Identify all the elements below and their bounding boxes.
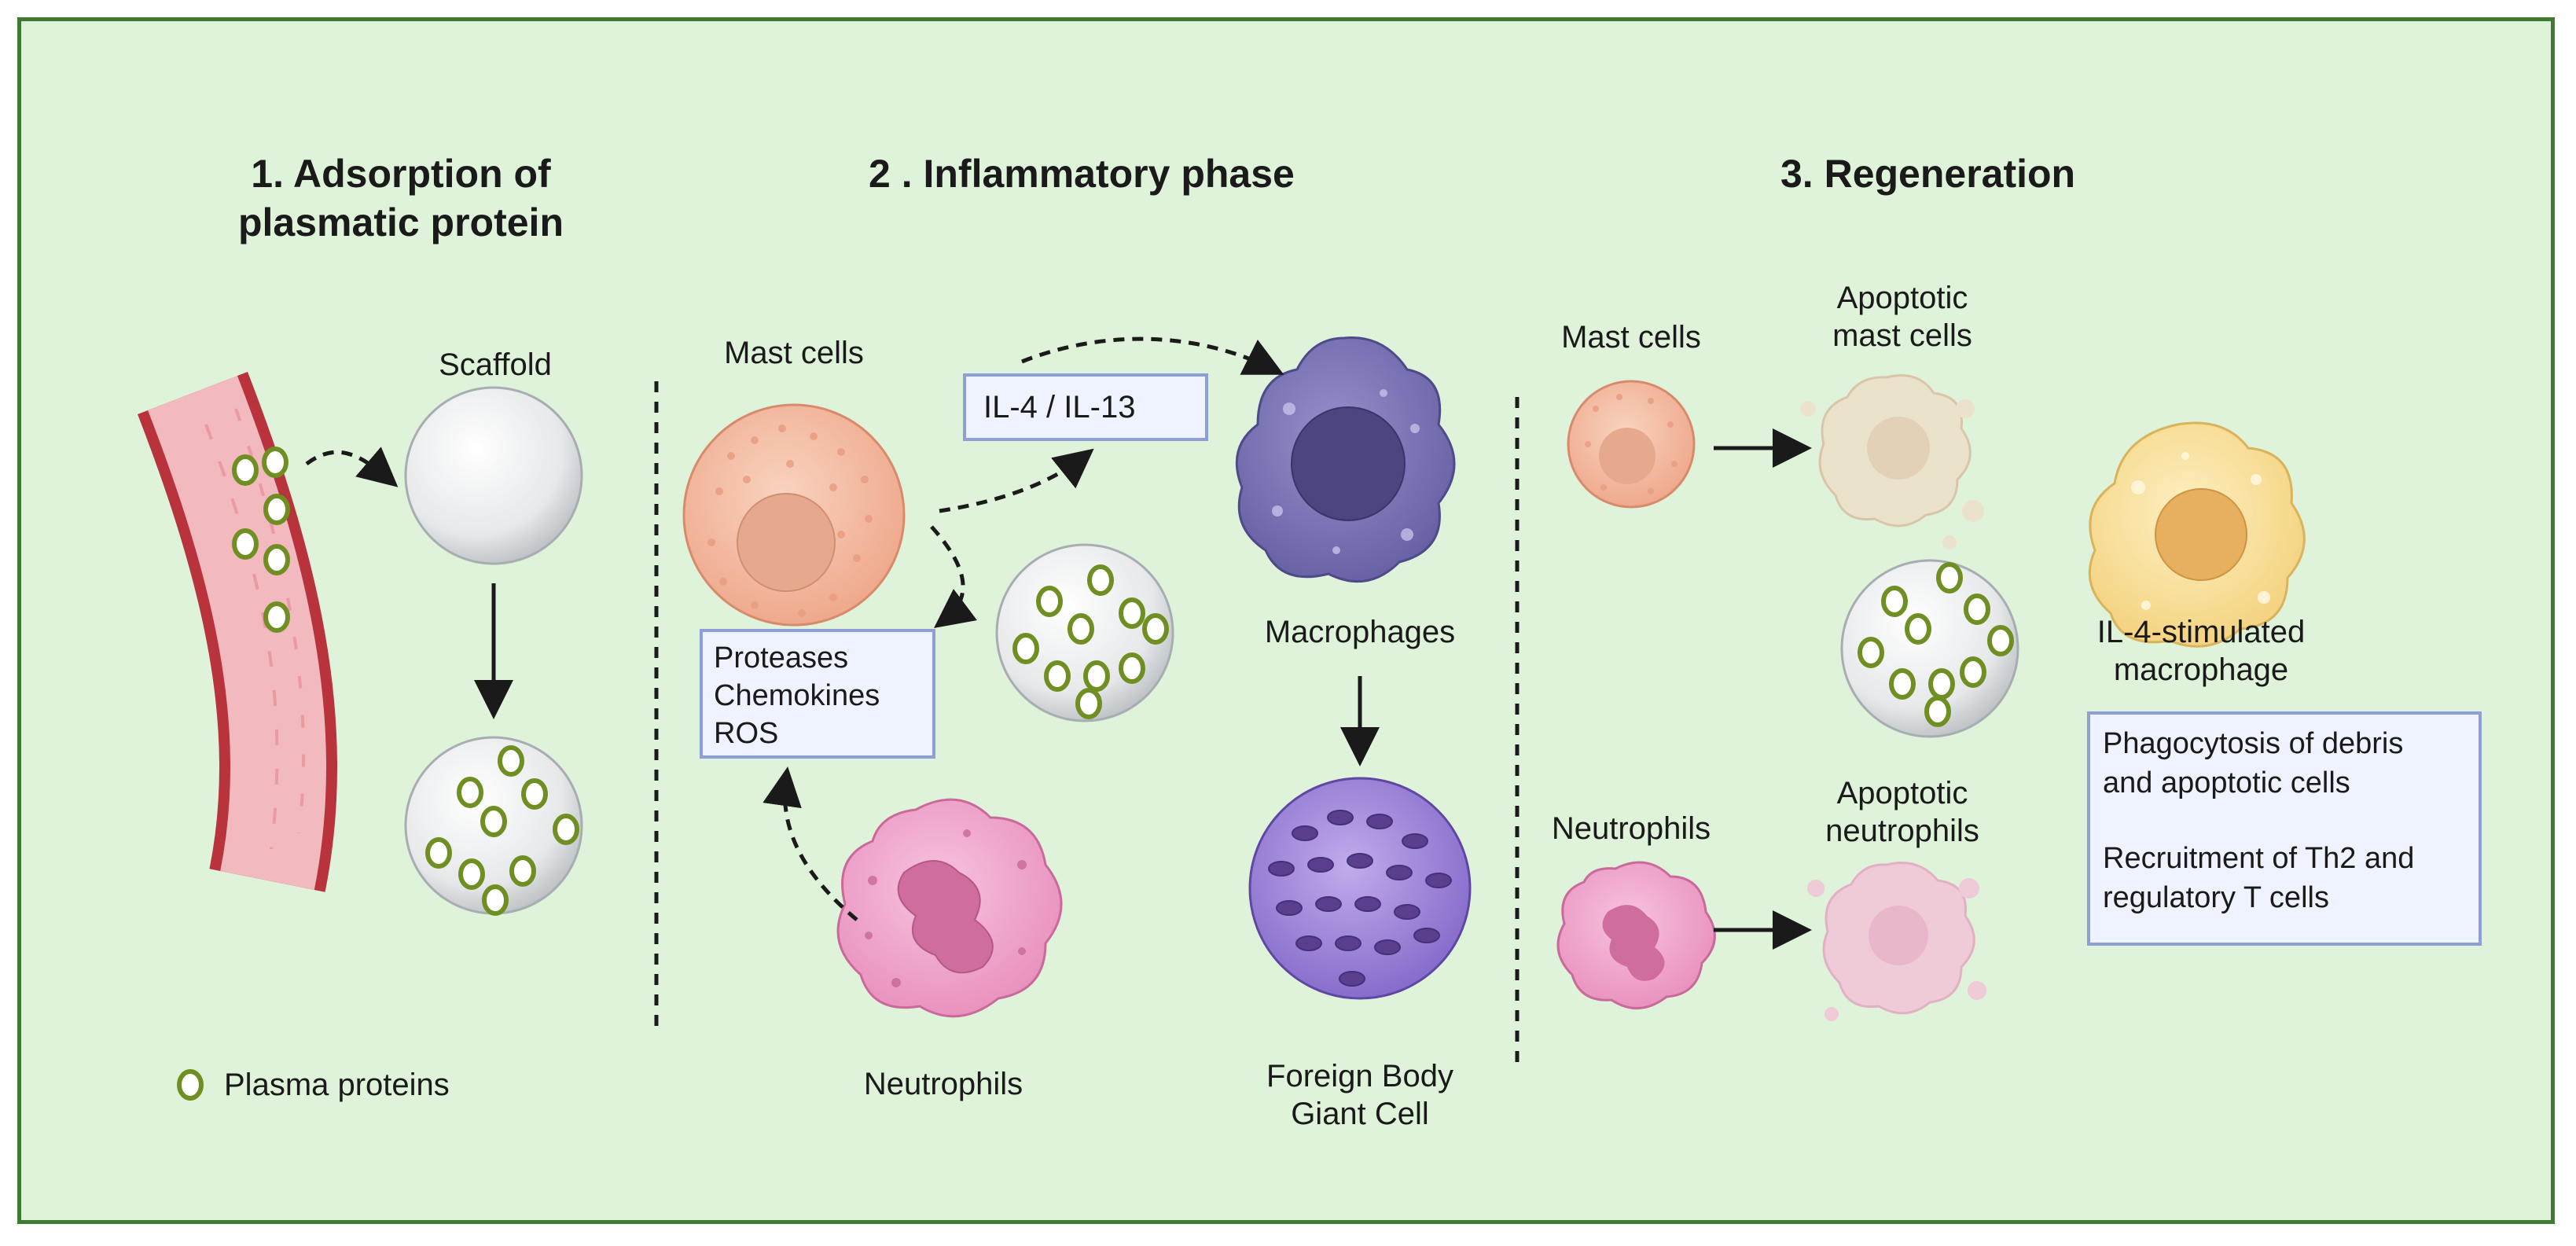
section-1-title: 1. Adsorption of plasmatic protein: [238, 152, 564, 244]
mast-cell: [682, 403, 906, 627]
function-line-4: Recruitment of Th2 and: [2103, 842, 2415, 875]
function-line-5: regulatory T cells: [2103, 881, 2329, 914]
apoptotic-mast-cell: [1800, 374, 1984, 549]
scaffold-label: Scaffold: [439, 347, 552, 382]
plasma-proteins-legend-label: Plasma proteins: [224, 1068, 450, 1102]
macrophages-label: Macrophages: [1264, 615, 1456, 649]
scaffold-sphere: [404, 386, 583, 565]
functions-box: Phagocytosis of debris and apoptotic cel…: [2087, 711, 2482, 946]
mast-cell-small: [1567, 380, 1696, 509]
function-line-1: Phagocytosis of debris: [2103, 727, 2404, 760]
mast-cells-label-regeneration: Mast cells: [1561, 320, 1701, 355]
mediators-box: Proteases Chemokines ROS: [700, 629, 935, 759]
macrophage: [1235, 336, 1456, 583]
scaffold-with-proteins-2: [995, 543, 1174, 722]
apoptotic-neutrophils-label: Apoptotic neutrophils: [1825, 776, 1979, 848]
function-line-2: and apoptotic cells: [2103, 766, 2350, 799]
section-2-title: 2 . Inflammatory phase: [869, 152, 1295, 196]
mediator-chemokines: Chemokines: [714, 679, 880, 712]
apoptotic-mast-cells-label: Apoptotic mast cells: [1832, 281, 1972, 353]
neutrophils-label-regeneration: Neutrophils: [1551, 811, 1711, 846]
neutrophils-label: Neutrophils: [863, 1067, 1023, 1101]
il-to-macrophage-arrow: [1021, 336, 1284, 375]
vessel-plasma-proteins: [232, 447, 290, 633]
il4-il13-text: IL-4 / IL-13: [983, 390, 1136, 425]
scaffold-with-proteins-3: [1840, 559, 2019, 738]
mast-to-mediators-arrow: [930, 525, 977, 629]
mediator-proteases: Proteases: [714, 641, 849, 674]
plasma-protein-legend-icon: [177, 1069, 204, 1101]
il4-il13-box: IL-4 / IL-13: [963, 373, 1208, 441]
vessel-to-scaffold-arrow: [305, 447, 399, 487]
mast-cells-label: Mast cells: [724, 336, 864, 370]
section-3-title: 3. Regeneration: [1780, 152, 2076, 196]
mediator-ros: ROS: [714, 717, 779, 750]
blood-vessel: [138, 371, 337, 892]
giant-cell-label: Foreign Body Giant Cell: [1266, 1059, 1453, 1131]
il4-macrophage-label: IL-4-stimulated macrophage: [2096, 615, 2306, 687]
neutrophil: [836, 798, 1063, 1018]
giant-cell: [1248, 777, 1472, 1000]
neutrophil-to-mediators-arrow: [763, 766, 858, 921]
il4-stimulated-macrophage: [2088, 421, 2306, 648]
apoptotic-neutrophil: [1807, 862, 1986, 1021]
mast-to-il-arrow: [939, 448, 1094, 513]
scaffold-with-proteins: [404, 736, 583, 916]
neutrophil-small: [1556, 861, 1716, 1010]
